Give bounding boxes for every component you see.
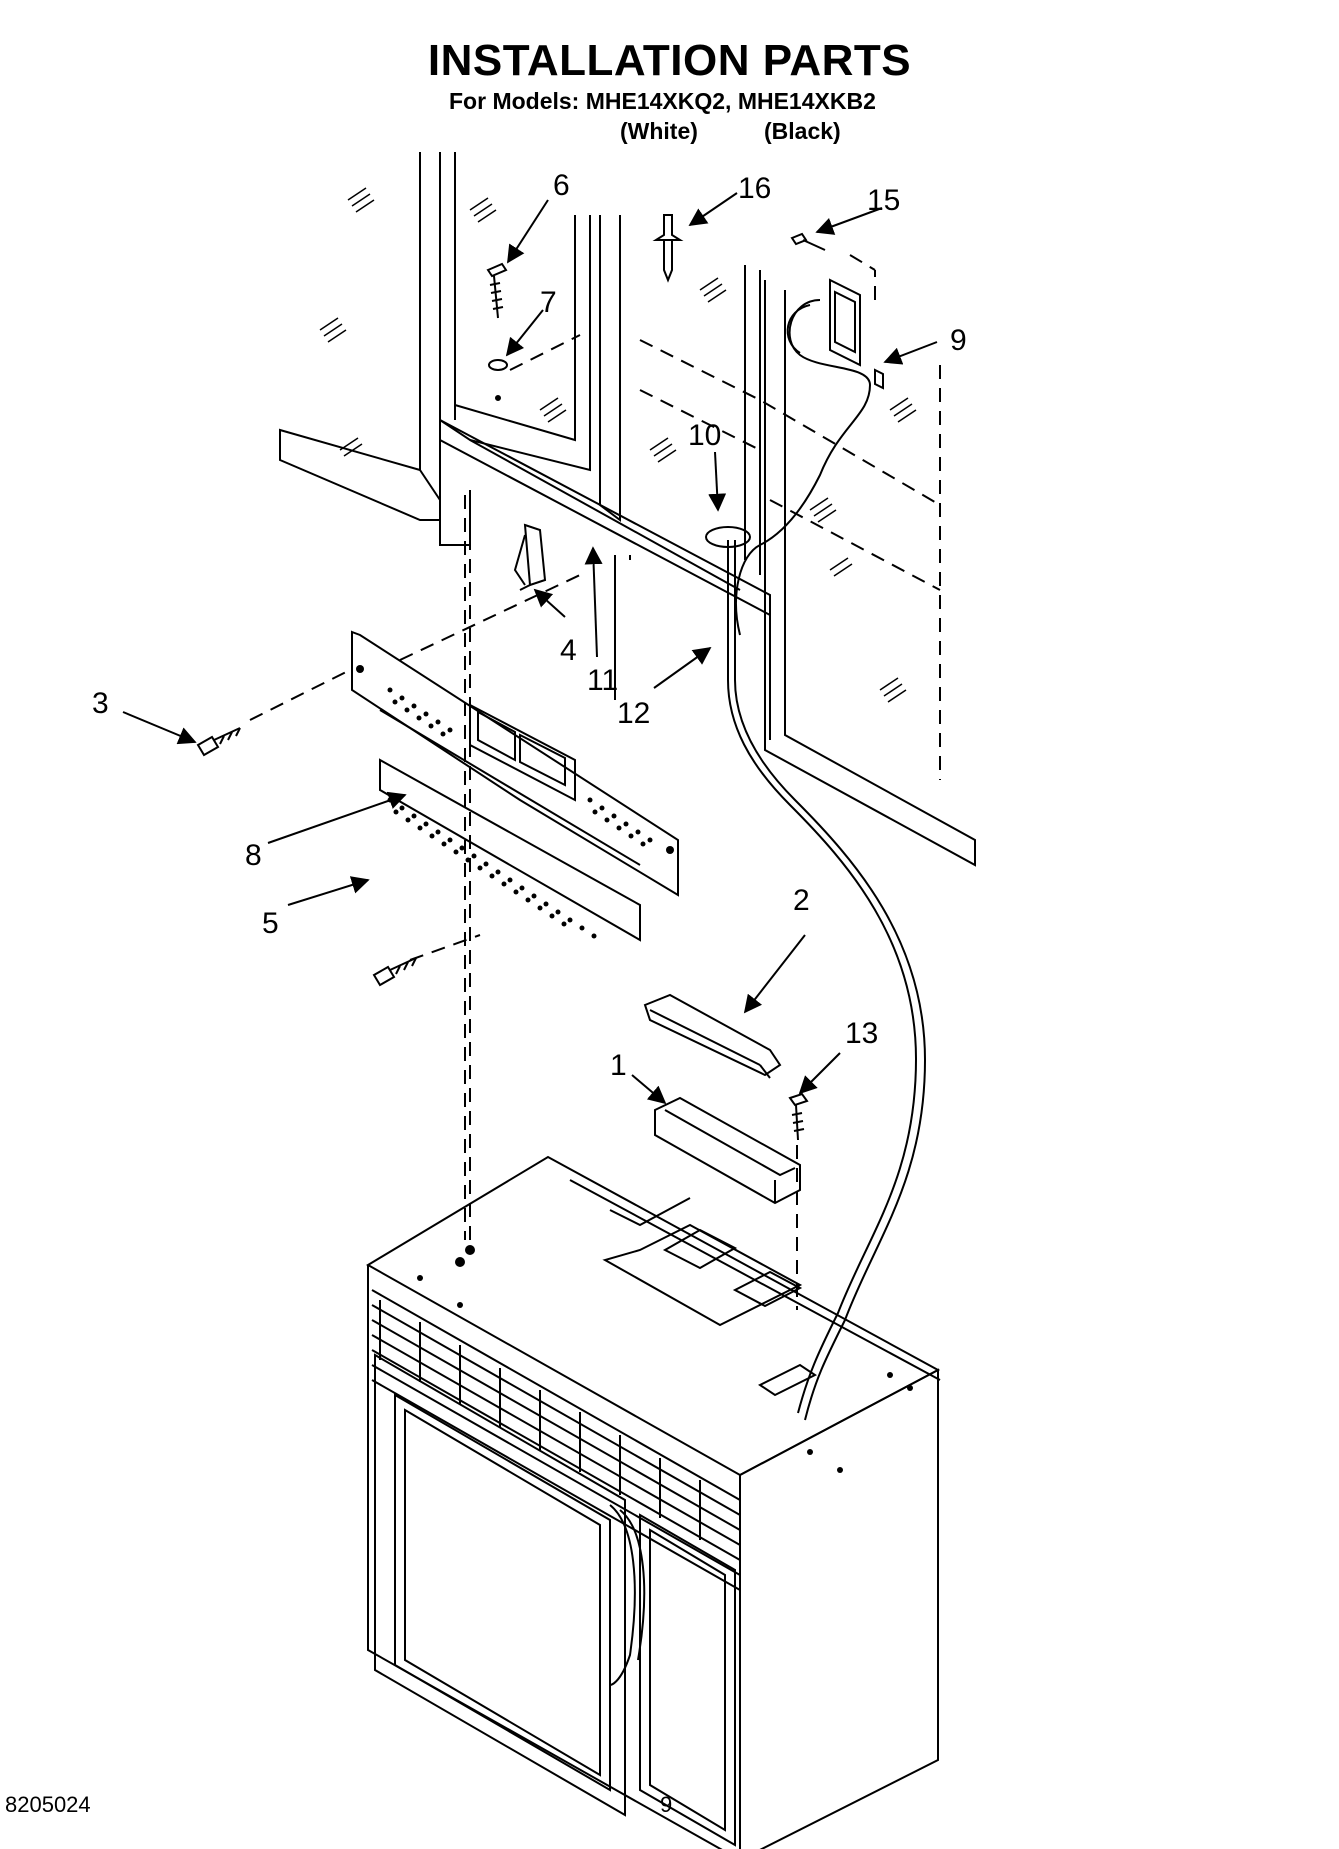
callout-9: 9 xyxy=(950,324,967,357)
small-parts xyxy=(196,214,826,1205)
leader-arrows xyxy=(122,192,938,1105)
callout-10: 10 xyxy=(688,419,721,452)
callout-11: 11 xyxy=(587,664,618,697)
callout-15: 15 xyxy=(867,184,900,217)
model-subtitle: For Models: MHE14XKQ2, MHE14XKB2 xyxy=(449,88,876,114)
callout-5: 5 xyxy=(262,907,279,940)
callout-labels: 1 2 3 4 5 6 7 8 9 10 11 12 13 15 16 xyxy=(92,169,967,1082)
variant-black-label: (Black) xyxy=(764,118,841,144)
callout-13: 13 xyxy=(845,1017,878,1050)
callout-8: 8 xyxy=(245,839,262,872)
callout-3: 3 xyxy=(92,687,109,720)
callout-12: 12 xyxy=(617,697,650,730)
mounting-plate xyxy=(351,630,679,942)
wall-outlet-and-cord xyxy=(705,278,927,1421)
callout-2: 2 xyxy=(793,884,810,917)
page-title: INSTALLATION PARTS xyxy=(427,36,912,85)
assembly-lines xyxy=(249,490,798,1310)
callout-1: 1 xyxy=(610,1049,627,1082)
wall-cabinets xyxy=(279,152,976,867)
callout-4: 4 xyxy=(560,634,577,667)
page-number: 9 xyxy=(660,1792,673,1817)
callout-7: 7 xyxy=(540,286,557,319)
microwave-oven xyxy=(366,1155,941,1849)
document-number: 8205024 xyxy=(5,1792,91,1817)
callout-6: 6 xyxy=(553,169,570,202)
variant-white-label: (White) xyxy=(620,118,698,144)
callout-16: 16 xyxy=(738,172,771,205)
